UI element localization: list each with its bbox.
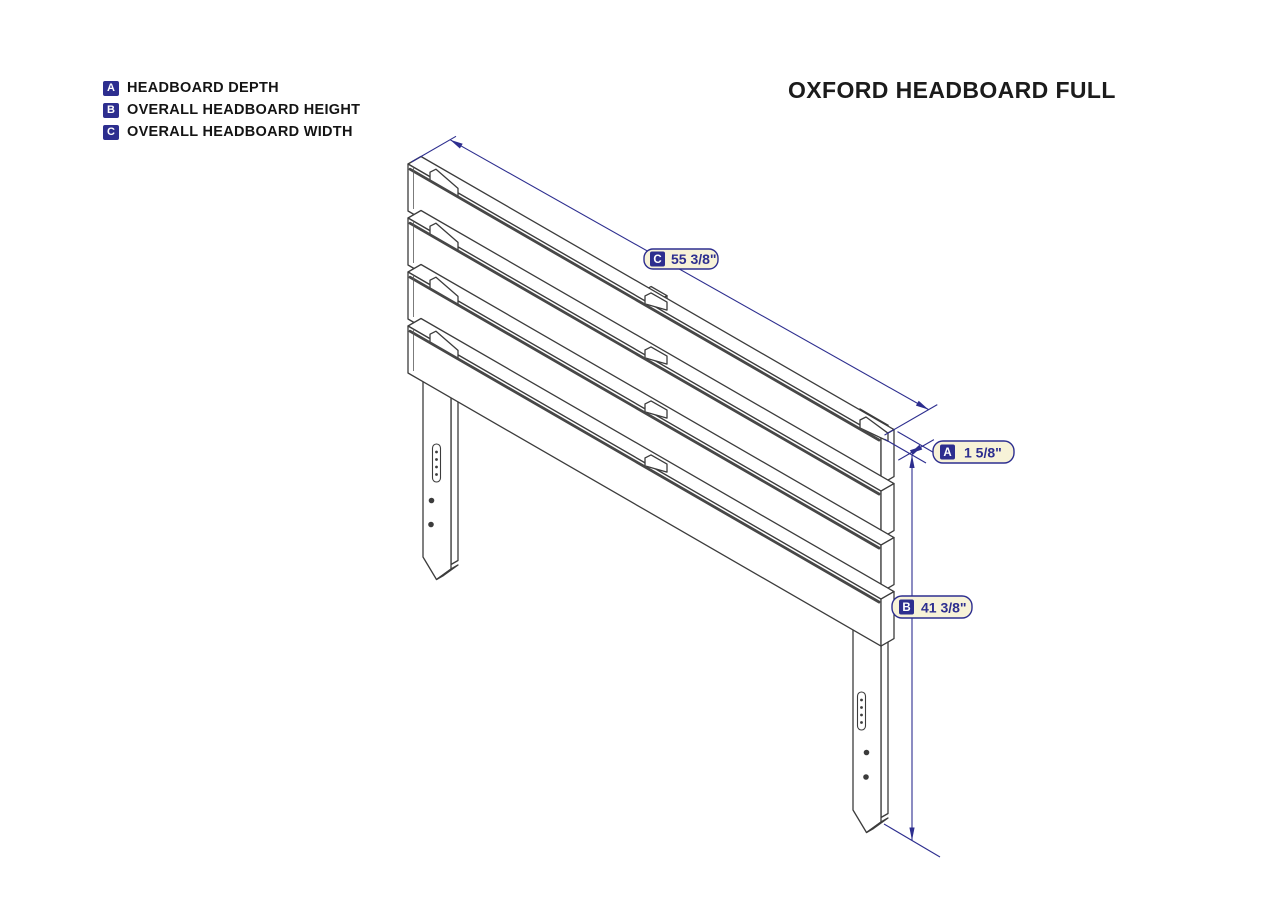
height-value: 41 3/8" [921,599,967,615]
dimension-depth [884,431,940,464]
right-leg-hardware [856,691,870,780]
legend-label-depth: HEADBOARD DEPTH [127,80,279,96]
dimension-label-height: B 41 3/8" [891,595,973,619]
dimension-label-width: C 55 3/8" [643,248,719,270]
page-title: OXFORD HEADBOARD FULL [788,77,1116,103]
legend-item-height: B OVERALL HEADBOARD HEIGHT [103,102,360,118]
dimension-legend: A HEADBOARD DEPTH B OVERALL HEADBOARD HE… [103,80,360,146]
legend-item-width: C OVERALL HEADBOARD WIDTH [103,124,360,140]
depth-badge-letter: A [943,447,951,459]
dimension-height [883,455,941,858]
slat-edge-lines [408,167,881,604]
depth-value: 1 5/8" [964,444,1002,460]
legend-badge-a: A [103,80,119,96]
dimension-width [411,135,938,436]
legend-badge-c: C [103,124,119,140]
width-badge-letter: C [653,254,661,266]
height-badge-letter: B [902,602,910,614]
dimension-label-depth: A 1 5/8" [932,440,1015,464]
legend-label-width: OVERALL HEADBOARD WIDTH [127,124,353,140]
left-leg-hardware [428,443,442,528]
legend-item-depth: A HEADBOARD DEPTH [103,80,360,96]
legend-badge-b: B [103,102,119,118]
width-value: 55 3/8" [671,251,717,267]
legend-label-height: OVERALL HEADBOARD HEIGHT [127,102,361,118]
